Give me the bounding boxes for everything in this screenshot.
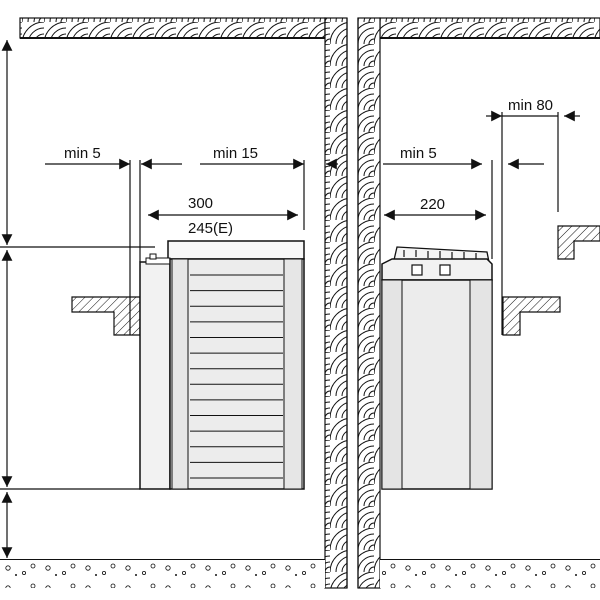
- left-min-ceiling-label: min 15: [213, 145, 258, 162]
- left-width-label-b: 245(E): [188, 220, 233, 237]
- right-min-wall-dimension: min 5: [383, 145, 544, 170]
- right-width-label: 220: [420, 196, 445, 213]
- right-min-wall-label: min 5: [400, 145, 437, 162]
- right-heater: [381, 246, 493, 490]
- floor-left: [0, 559, 325, 588]
- center-wall: [324, 17, 381, 589]
- left-width-dimension: 300 245(E): [148, 195, 298, 237]
- right-width-dimension: 220: [384, 196, 486, 221]
- right-min-side-label: min 80: [508, 97, 553, 114]
- right-ceiling-bracket: [557, 225, 600, 260]
- ceiling-left: [19, 17, 326, 39]
- left-min-wall-label: min 5: [64, 145, 101, 162]
- ceiling-right: [379, 17, 600, 39]
- right-min-side-dimension: min 80: [486, 97, 580, 122]
- left-min-wall-dimension: min 5: [45, 145, 182, 170]
- floor-right: [380, 559, 600, 588]
- left-min-ceiling-dimension: min 15: [200, 145, 338, 170]
- left-width-label-a: 300: [188, 195, 213, 212]
- right-wall-bracket: [502, 296, 561, 336]
- left-heater: [139, 240, 305, 490]
